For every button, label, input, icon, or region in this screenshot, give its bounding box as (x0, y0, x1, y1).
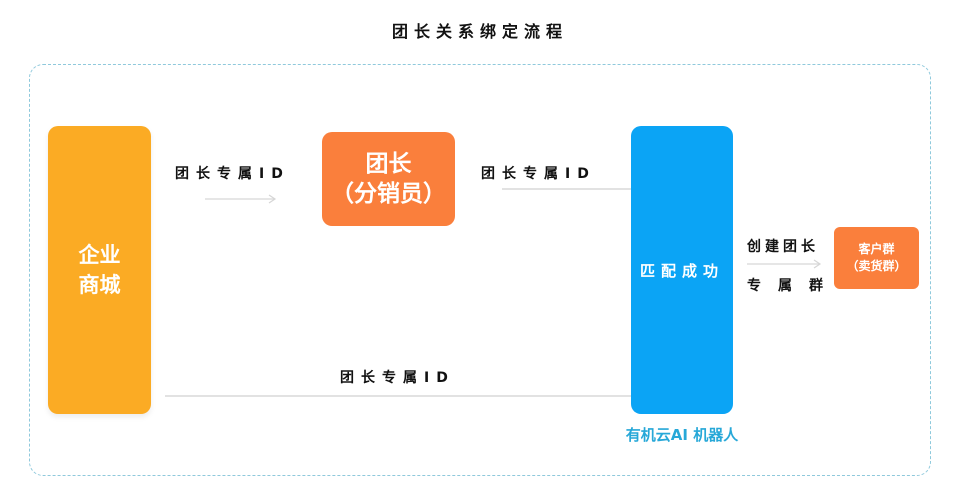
diagram-title: 团长关系绑定流程 (391, 22, 568, 41)
node-group-leader: 团长 （分销员） (322, 132, 455, 226)
mall-line2: 商城 (78, 273, 121, 297)
node-ai-robot: 匹配成功 (631, 126, 733, 414)
arrow-mall-to-leader (205, 194, 277, 204)
arrow-robot-to-group (747, 259, 822, 269)
leader-line1: 团长 (365, 151, 412, 177)
dashed-frame (29, 64, 931, 476)
edge-label-mall-to-robot: 团长专属ID (340, 370, 455, 386)
robot-caption: 有机云AI 机器人 (625, 426, 739, 444)
mall-line1: 企业 (78, 243, 121, 267)
group-line2: （卖货群） (846, 259, 907, 273)
leader-line2: （分销员） (331, 181, 446, 207)
group-line1: 客户群 (858, 242, 895, 256)
node-customer-group: 客户群 （卖货群） (834, 227, 919, 289)
node-enterprise-mall: 企业 商城 (48, 126, 151, 414)
edge-label-leader-to-robot: 团长专属ID (481, 166, 596, 182)
edge-label-create-bottom: 专属群 (747, 278, 840, 294)
robot-label: 匹配成功 (639, 261, 724, 280)
edge-label-mall-to-leader: 团长专属ID (175, 166, 290, 182)
edge-label-create-top: 创建团长 (747, 239, 819, 255)
